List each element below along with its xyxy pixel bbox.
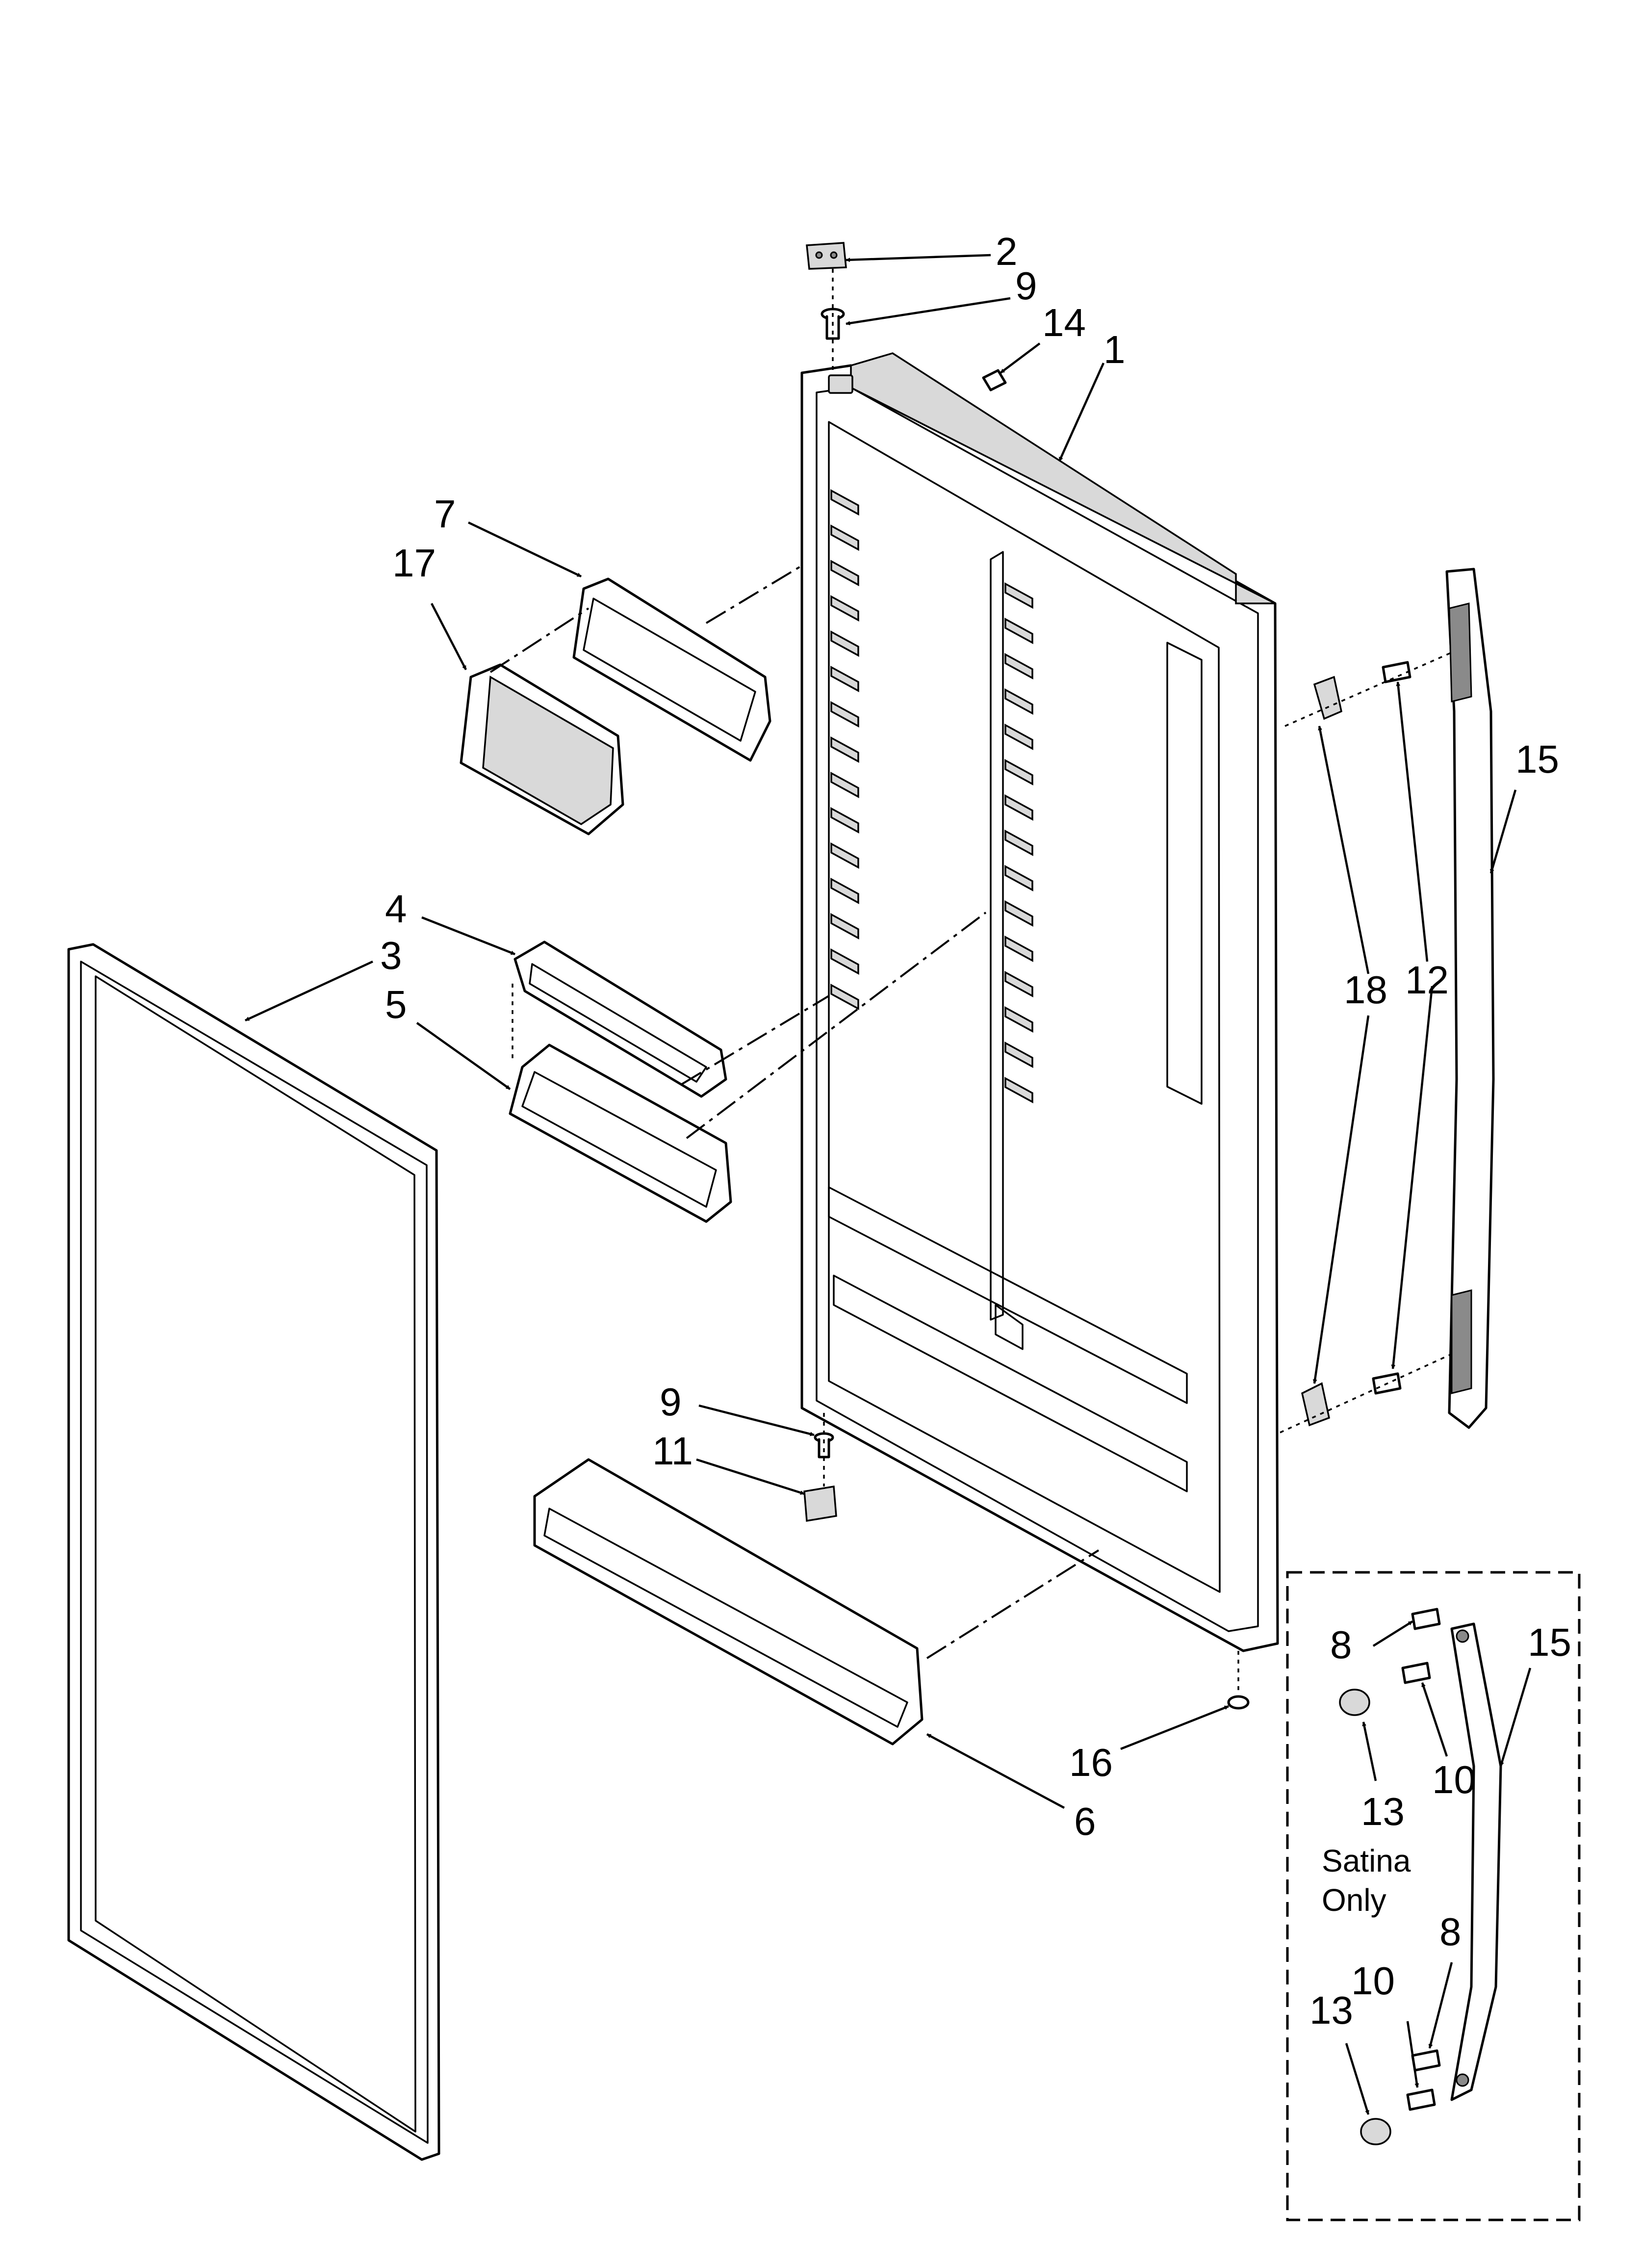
handle-mount-18-top — [1313, 676, 1343, 720]
leader-lines — [245, 254, 1532, 2115]
liner-rib-right — [1004, 724, 1033, 750]
liner-rib-right — [1004, 1077, 1033, 1103]
door-bin-5 — [509, 1043, 732, 1223]
callout-6: 6 — [1074, 1799, 1096, 1843]
screw-12-top — [1382, 661, 1411, 683]
callout-9-top: 9 — [1015, 264, 1037, 308]
door-bin-7 — [572, 577, 771, 762]
liner-rib-left — [830, 666, 859, 692]
liner-rib-left — [830, 772, 859, 798]
liner-rib-left — [830, 701, 859, 728]
callout-15-inset: 15 — [1528, 1620, 1571, 1664]
handle-mount-18-bottom — [1301, 1382, 1331, 1427]
callout-4: 4 — [385, 887, 407, 931]
callout-14: 14 — [1042, 301, 1086, 344]
dairy-compartment-17 — [460, 663, 624, 835]
bushing-9-bottom — [814, 1432, 834, 1459]
liner-rib-left — [830, 560, 859, 586]
callout-12: 12 — [1405, 958, 1449, 1002]
assembly-lines — [489, 269, 1452, 1695]
callout-8-inset-top: 8 — [1330, 1623, 1352, 1667]
callout-8-inset-bottom: 8 — [1439, 1910, 1462, 1954]
callout-17: 17 — [392, 541, 436, 585]
callout-11: 11 — [652, 1429, 693, 1473]
liner-rib-left — [830, 948, 859, 975]
liner-rib-right — [1004, 688, 1033, 715]
liner-rib-right — [1004, 618, 1033, 644]
liner-rib-left — [830, 736, 859, 763]
callout-18: 18 — [1344, 968, 1387, 1012]
inset-note-line2: Only — [1322, 1882, 1386, 1918]
callout-16: 16 — [1069, 1741, 1113, 1784]
door-shelf-ribs — [830, 489, 1033, 1103]
liner-rib-left — [830, 489, 859, 516]
liner-rib-right — [1004, 582, 1033, 609]
callout-10-inset-bottom: 10 — [1351, 1959, 1395, 2003]
door-bin-6 — [533, 1458, 924, 1746]
liner-rib-right — [1004, 830, 1033, 856]
liner-rib-left — [830, 984, 859, 1010]
callout-5: 5 — [385, 983, 407, 1026]
callout-15-main: 15 — [1515, 737, 1559, 781]
door-gasket — [67, 943, 440, 2161]
cap-16 — [1227, 1695, 1250, 1710]
liner-rib-right — [1004, 971, 1033, 997]
bin-cover-4 — [513, 940, 727, 1098]
liner-rib-right — [1004, 759, 1033, 785]
callout-2: 2 — [996, 230, 1018, 273]
plug-14 — [982, 369, 1007, 391]
hinge-11 — [803, 1485, 837, 1522]
inset-note-line1: Satina — [1322, 1843, 1411, 1878]
liner-rib-left — [830, 524, 859, 551]
door-handle-15 — [1445, 568, 1495, 1429]
callout-10-inset-top: 10 — [1432, 1758, 1476, 1801]
callout-1: 1 — [1103, 328, 1126, 371]
callout-9-bottom: 9 — [660, 1380, 682, 1424]
liner-rib-right — [1004, 865, 1033, 891]
liner-rib-left — [830, 630, 859, 657]
callout-7: 7 — [434, 492, 456, 536]
liner-rib-right — [1004, 1042, 1033, 1068]
hinge-2 — [806, 242, 847, 270]
satina-inset — [1286, 1571, 1581, 2221]
liner-rib-right — [1004, 794, 1033, 821]
callouts: 2 9 14 1 7 17 4 3 5 15 18 12 9 11 16 6 8… — [380, 230, 1571, 2032]
liner-rib-left — [830, 878, 859, 904]
liner-rib-left — [830, 807, 859, 834]
liner-rib-left — [830, 842, 859, 869]
callout-3: 3 — [380, 934, 402, 977]
liner-rib-right — [1004, 936, 1033, 962]
callout-13-inset-top: 13 — [1361, 1790, 1405, 1833]
callout-13-inset-bottom: 13 — [1309, 1988, 1353, 2032]
liner-rib-left — [830, 913, 859, 939]
door-liner — [800, 352, 1279, 1652]
liner-rib-left — [830, 595, 859, 622]
liner-rib-right — [1004, 653, 1033, 679]
liner-rib-right — [1004, 1006, 1033, 1033]
liner-rib-right — [1004, 900, 1033, 927]
